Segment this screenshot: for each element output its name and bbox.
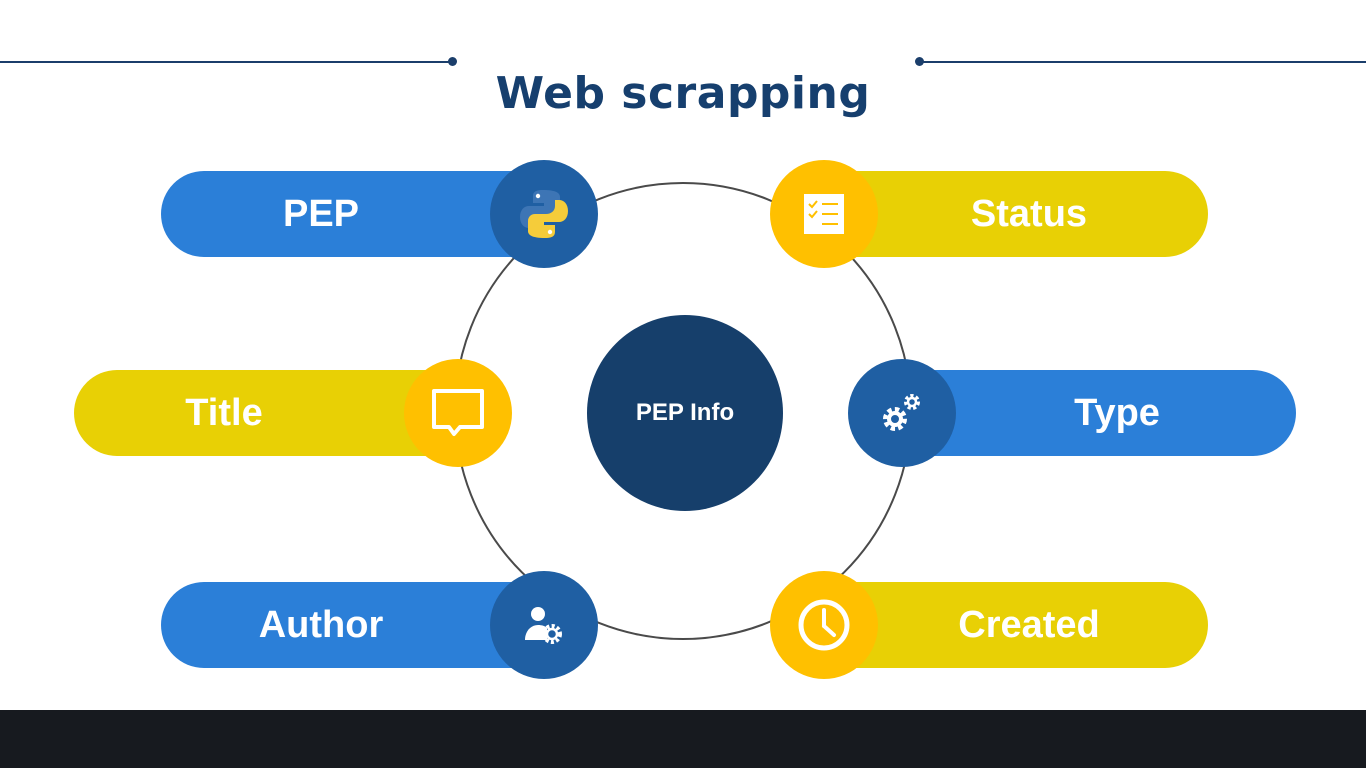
header-rule-left-dot [448,57,457,66]
footer-bar [0,710,1366,768]
node-pep-label: PEP [282,192,360,235]
node-pep-badge [490,160,598,268]
node-author-badge [490,571,598,679]
node-type: Type [888,370,1296,456]
checklist-icon [804,194,844,234]
node-type-badge [848,359,956,467]
gears-icon [883,394,920,431]
node-status-badge [770,160,878,268]
node-title-label: Title [185,391,263,434]
node-status-label: Status [970,192,1088,235]
header-rule-right-dot [915,57,924,66]
header-rule-left [0,61,452,63]
node-type-label: Type [1074,391,1160,434]
node-author-label: Author [258,603,384,646]
slide-title: Web scrapping [495,68,871,119]
speech-bubble-icon [432,389,484,436]
python-logo-icon [520,190,568,238]
center-hub: PEP Info [587,315,783,511]
user-gear-icon [525,607,562,644]
node-created-label: Created [958,603,1100,646]
center-hub-label: PEP Info [635,399,735,426]
node-created-badge [770,571,878,679]
node-title-badge [404,359,512,467]
clock-icon [798,599,850,651]
header-rule-right [919,61,1366,63]
